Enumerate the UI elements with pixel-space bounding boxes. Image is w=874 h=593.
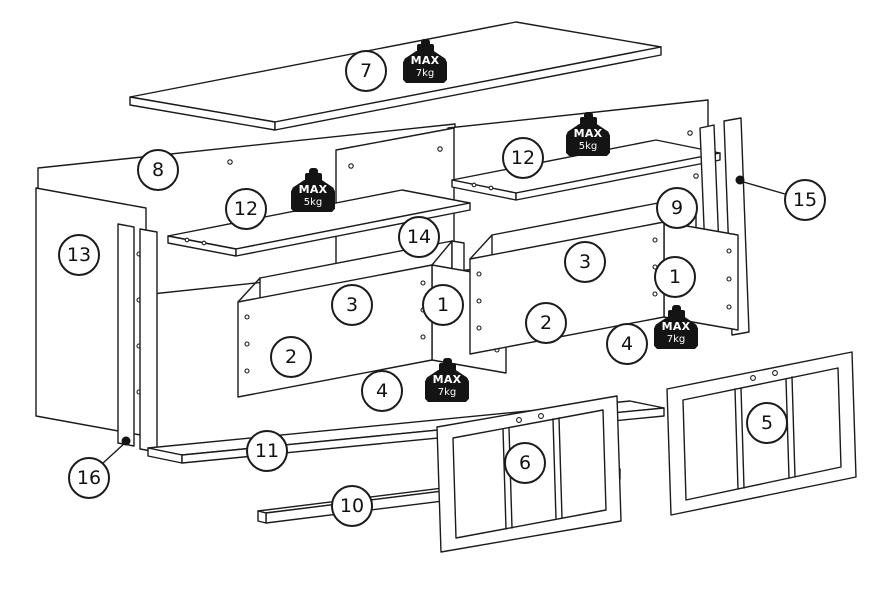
part-shelf-right bbox=[451, 139, 721, 201]
part-drawer-front-right bbox=[666, 351, 857, 516]
part-side-rails-left bbox=[117, 223, 158, 453]
part-top-panel bbox=[129, 21, 662, 131]
